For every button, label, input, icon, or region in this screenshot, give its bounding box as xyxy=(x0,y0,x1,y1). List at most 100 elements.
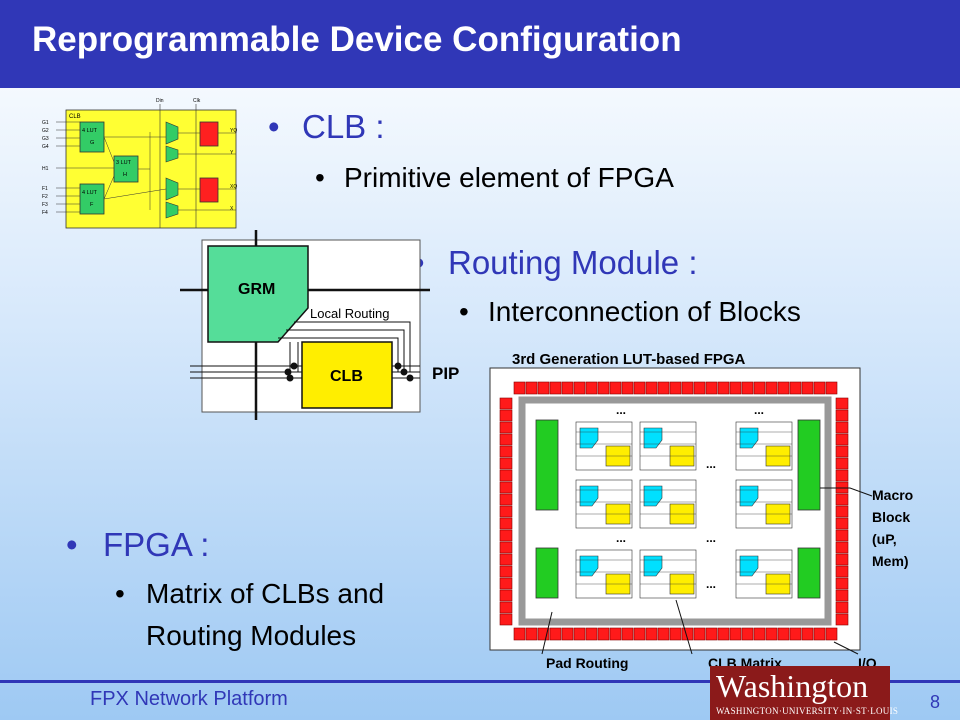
io-pad xyxy=(835,589,849,602)
io-pad xyxy=(753,627,766,641)
grm-block xyxy=(207,245,309,343)
io-pad xyxy=(777,627,790,641)
flip-flop xyxy=(199,177,219,203)
macro-block xyxy=(797,419,821,511)
io-pad xyxy=(499,601,513,614)
io-pad xyxy=(693,381,706,395)
io-pad xyxy=(597,381,610,395)
io-pad xyxy=(835,553,849,566)
mux xyxy=(165,201,179,219)
io-pad xyxy=(657,627,670,641)
pin-label: G3 xyxy=(42,136,49,142)
io-pad xyxy=(525,381,538,395)
io-pad xyxy=(717,381,730,395)
page-number: 8 xyxy=(930,692,941,712)
io-pad xyxy=(801,381,814,395)
io-pad xyxy=(499,397,513,410)
io-pad xyxy=(609,627,622,641)
io-pad xyxy=(681,381,694,395)
io-pad xyxy=(835,529,849,542)
routing-diagram: GRM Local Routing CLB xyxy=(180,230,430,420)
grm-label: GRM xyxy=(238,281,275,298)
io-pad xyxy=(499,529,513,542)
io-pad xyxy=(835,409,849,422)
pin-label: F4 xyxy=(42,210,48,216)
io-pad xyxy=(835,613,849,626)
bullet-dot: • xyxy=(315,162,325,193)
pin-label: F1 xyxy=(42,186,48,192)
pad-routing-label: Pad Routing xyxy=(546,655,628,671)
svg-text:G: G xyxy=(90,140,94,146)
io-pad xyxy=(705,381,718,395)
io-pad xyxy=(499,469,513,482)
io-pad xyxy=(645,381,658,395)
io-pad xyxy=(835,565,849,578)
pin-label: F2 xyxy=(42,194,48,200)
lut-h-label: 3 LUT xyxy=(116,160,132,166)
clb-diagram: CLB Din Clk 4 LUT G 3 LUT H 4 LUT F xyxy=(42,98,237,229)
io-pad xyxy=(835,457,849,470)
pad-ring xyxy=(499,381,849,641)
io-pad xyxy=(835,421,849,434)
io-pad xyxy=(561,381,574,395)
io-pad xyxy=(499,445,513,458)
local-routing-label: Local Routing xyxy=(310,306,390,321)
io-pad xyxy=(669,627,682,641)
pin-label: G2 xyxy=(42,128,49,134)
io-pad xyxy=(499,553,513,566)
io-pad xyxy=(499,565,513,578)
io-pad xyxy=(549,627,562,641)
io-pad xyxy=(499,433,513,446)
macro-block xyxy=(797,547,821,599)
clk-label: Clk xyxy=(193,98,201,104)
pin-label: G1 xyxy=(42,120,49,126)
io-pad xyxy=(499,421,513,434)
pin-label: H1 xyxy=(42,166,49,172)
io-pad xyxy=(499,613,513,626)
io-pad xyxy=(499,493,513,506)
io-pad xyxy=(513,627,526,641)
io-pad xyxy=(835,505,849,518)
io-pad xyxy=(525,627,538,641)
routing-clb-label: CLB xyxy=(330,368,363,385)
io-pad xyxy=(499,505,513,518)
logo-subtext: WASHINGTON·UNIVERSITY·IN·ST·LOUIS xyxy=(716,706,899,716)
clb-tile xyxy=(735,549,793,599)
io-pad xyxy=(499,517,513,530)
bullet-routing-heading: Routing Module : xyxy=(448,244,698,281)
footer-text: FPX Network Platform xyxy=(90,688,288,710)
pip-label: PIP xyxy=(432,364,460,383)
macro-block-label: (uP, xyxy=(872,531,897,547)
io-pad xyxy=(777,381,790,395)
io-pad xyxy=(549,381,562,395)
bullet-dot: • xyxy=(115,578,125,609)
mux xyxy=(165,145,179,163)
io-pad xyxy=(825,381,838,395)
footer-line xyxy=(0,680,960,683)
clb-tile xyxy=(639,479,697,529)
io-pad xyxy=(835,493,849,506)
io-pad xyxy=(693,627,706,641)
io-pad xyxy=(561,627,574,641)
mux xyxy=(165,177,179,201)
flip-flop xyxy=(199,121,219,147)
io-pad xyxy=(633,627,646,641)
io-pad xyxy=(835,601,849,614)
io-pad xyxy=(835,517,849,530)
bullet-clb-sub: Primitive element of FPGA xyxy=(344,162,674,193)
clb-tile xyxy=(735,479,793,529)
bullet-fpga-sub-line1: Matrix of CLBs and xyxy=(146,578,385,609)
pin-label: Y xyxy=(230,150,234,156)
pad-routing-ring xyxy=(518,396,832,626)
bullet-dot: • xyxy=(66,526,78,563)
io-pad xyxy=(537,381,550,395)
ellipsis: ... xyxy=(706,457,716,471)
ellipsis: ... xyxy=(706,577,716,591)
svg-text:H: H xyxy=(123,172,127,178)
io-pad xyxy=(573,627,586,641)
lut-g xyxy=(79,121,105,153)
fpga-diagram-title: 3rd Generation LUT-based FPGA xyxy=(512,351,746,368)
mux xyxy=(165,121,179,145)
lut-g-label: 4 LUT xyxy=(82,128,98,134)
io-pad xyxy=(753,381,766,395)
